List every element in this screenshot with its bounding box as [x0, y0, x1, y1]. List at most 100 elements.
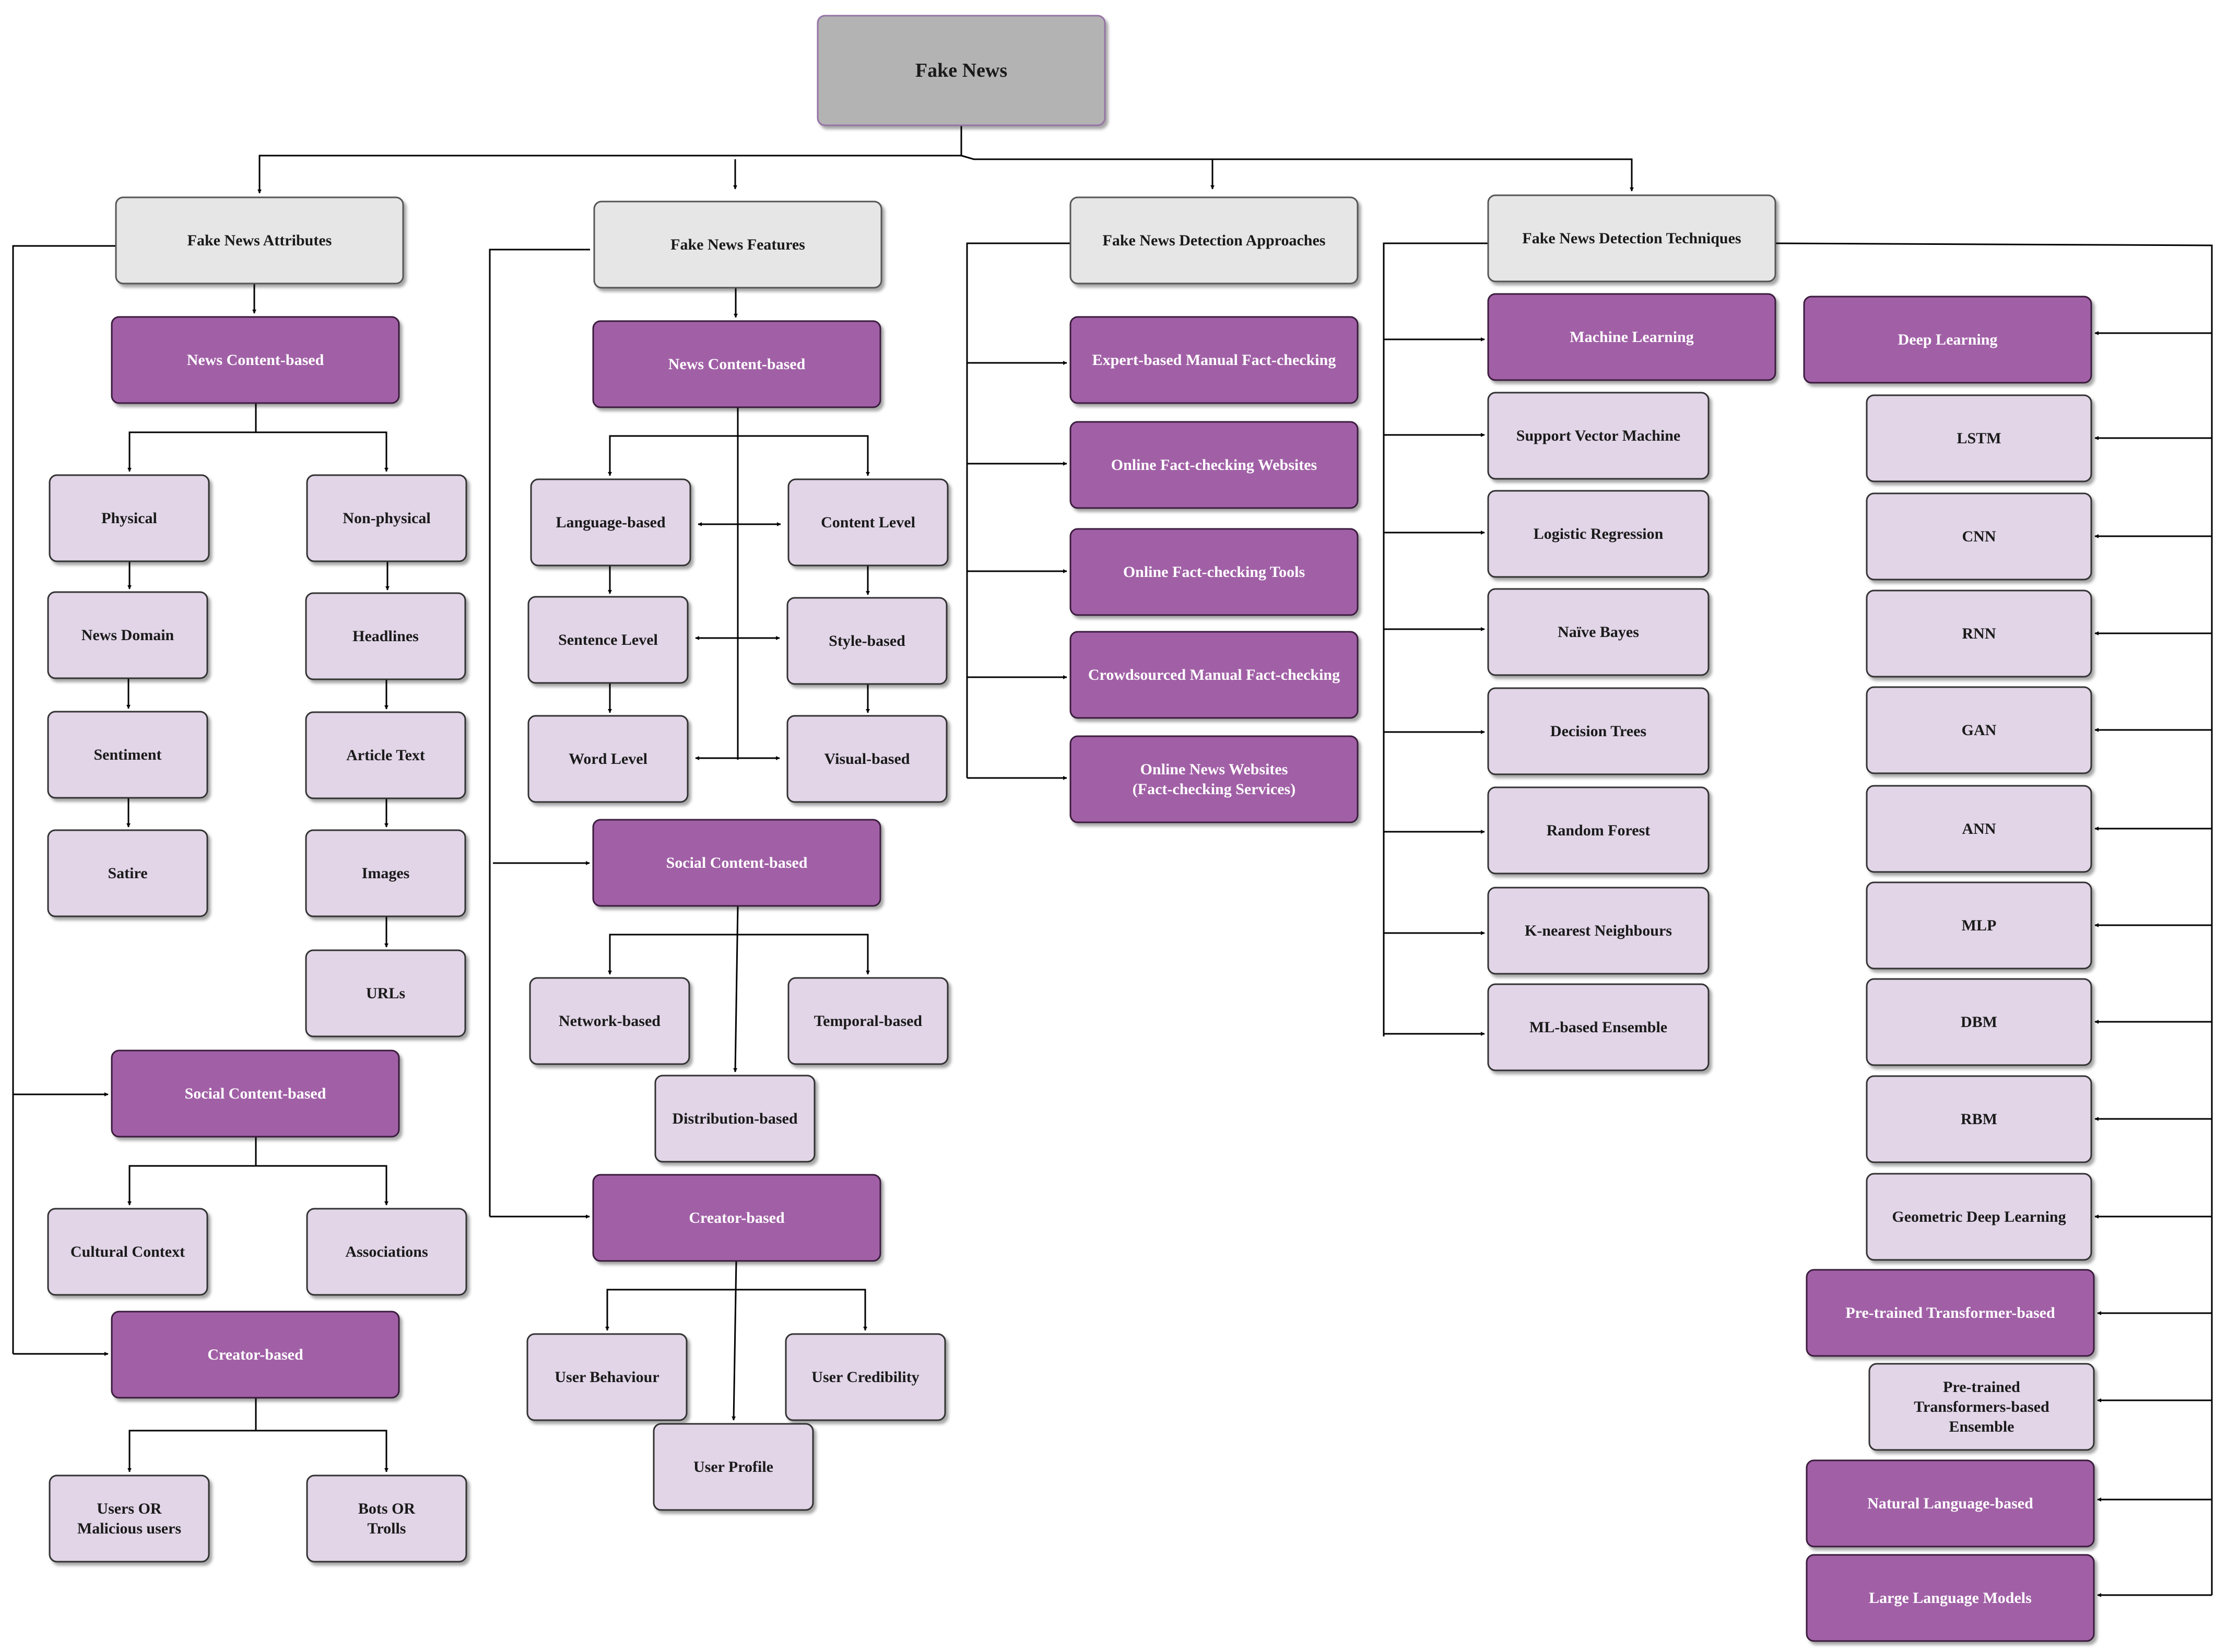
attr-news-content-shape: [111, 316, 400, 404]
features-header-shape: [593, 200, 882, 289]
tech-machine-learning-shape: [1487, 293, 1776, 381]
feat-visual-based-shape: [786, 715, 948, 803]
approach-item-4: Crowdsourced Manual Fact-checking: [1069, 631, 1359, 719]
feat-network-based: Network-based: [529, 977, 690, 1065]
connector-20: [12, 245, 116, 1354]
feat-news-content: News Content-based: [592, 320, 881, 408]
features-header-label: Fake News Features: [670, 236, 805, 253]
tech-ml-item-7: ML-based Ensemble: [1487, 983, 1710, 1071]
approach-item-5-label-line-2: (Fact-checking Services): [1133, 781, 1295, 798]
feat-distribution-based: Distribution-based: [654, 1075, 816, 1163]
connector-25: [608, 435, 738, 476]
attr-non-physical-shape: [306, 474, 467, 562]
feat-social-content: Social Content-based: [592, 819, 881, 907]
attr-urls-shape: [305, 949, 466, 1037]
tech-ml-item-4: Decision Trees: [1487, 687, 1710, 775]
attr-creator: Creator-based: [111, 1311, 400, 1399]
feat-news-content-shape: [592, 320, 881, 408]
feat-user-profile-shape: [653, 1423, 814, 1511]
attr-users-malicious-label-line-1: Users OR: [97, 1500, 161, 1517]
tech-dl-item-7: DBM: [1866, 978, 2092, 1066]
tech-dl-item-2-label: CNN: [1962, 528, 1996, 545]
features-header: Fake News Features: [593, 200, 882, 289]
attr-associations-label: Associations: [345, 1243, 428, 1260]
tech-ml-item-7-shape: [1487, 983, 1710, 1071]
techniques-header-label: Fake News Detection Techniques: [1522, 230, 1741, 247]
connector-36: [738, 934, 870, 975]
connector-2: [257, 155, 955, 194]
tech-dl-item-7-label: DBM: [1961, 1013, 1997, 1031]
tech-dl-item-9-label: Geometric Deep Learning: [1892, 1208, 2066, 1225]
connector-58: [1775, 242, 2213, 1595]
attr-news-content-label: News Content-based: [187, 351, 324, 369]
feat-style-based: Style-based: [786, 597, 948, 685]
feat-user-behaviour-label: User Behaviour: [555, 1368, 659, 1386]
tech-natural-language: Natural Language-based: [1806, 1459, 2095, 1548]
tech-dl-item-2: CNN: [1866, 492, 2092, 581]
connector-39: [736, 1289, 867, 1331]
tech-ml-item-2-shape: [1487, 490, 1710, 578]
root-node-shape: [817, 15, 1106, 126]
tech-dl-item-2-shape: [1866, 492, 2092, 581]
attr-non-physical: Non-physical: [306, 474, 467, 562]
attr-article-text-label: Article Text: [346, 747, 425, 764]
connector-8: [256, 431, 388, 472]
tech-dl-item-4-label: GAN: [1962, 722, 1997, 739]
feat-content-level-label: Content Level: [821, 514, 915, 531]
attr-images: Images: [305, 829, 466, 917]
tech-ml-item-4-shape: [1487, 687, 1710, 775]
attr-satire-label: Satire: [108, 865, 147, 882]
tech-dl-item-4: GAN: [1866, 686, 2092, 774]
approaches-header: Fake News Detection Approaches: [1069, 196, 1359, 285]
tech-dl-item-9: Geometric Deep Learning: [1866, 1173, 2092, 1261]
tech-ml-item-5-label: Random Forest: [1547, 822, 1651, 839]
approach-item-5-shape: [1069, 735, 1359, 823]
attr-headlines-shape: [305, 592, 466, 680]
tech-ml-item-6-shape: [1487, 887, 1710, 975]
feat-visual-based-label: Visual-based: [824, 750, 910, 768]
approach-item-1: Expert-based Manual Fact-checking: [1069, 316, 1359, 404]
tech-ml-item-6: K-nearest Neighbours: [1487, 887, 1710, 975]
feat-visual-based: Visual-based: [786, 715, 948, 803]
attr-social-content: Social Content-based: [111, 1049, 400, 1138]
attr-physical-label: Physical: [101, 510, 157, 527]
feat-content-level-shape: [787, 478, 949, 567]
tech-deep-learning: Deep Learning: [1803, 296, 2092, 384]
tech-dl-item-6: MLP: [1866, 881, 2092, 970]
approach-item-2-label: Online Fact-checking Websites: [1111, 456, 1317, 474]
tech-dl-item-6-shape: [1866, 881, 2092, 970]
tech-dl-item-1-label: LSTM: [1957, 430, 2001, 447]
tech-ml-item-1-label: Support Vector Machine: [1516, 427, 1680, 444]
feat-word-level-shape: [527, 715, 689, 803]
tech-dl-item-8-shape: [1866, 1075, 2092, 1163]
feat-creator-shape: [592, 1174, 881, 1262]
tech-dl-item-1: LSTM: [1866, 394, 2092, 482]
tech-machine-learning: Machine Learning: [1487, 293, 1776, 381]
attr-users-malicious: Users OR Malicious users: [49, 1474, 210, 1563]
tech-dl-item-4-shape: [1866, 686, 2092, 774]
tech-ml-item-3-label: Naïve Bayes: [1558, 623, 1639, 641]
tech-pretrained-ensemble-label-line-2: Transformers-based: [1914, 1398, 2049, 1415]
attr-physical-shape: [49, 474, 210, 562]
tech-pretrained-ensemble-shape: [1868, 1363, 2095, 1451]
attr-bots-trolls-label-line-2: Trolls: [368, 1520, 406, 1537]
connector-37: [732, 1260, 737, 1421]
attributes-header: Fake News Attributes: [115, 196, 404, 285]
feat-news-content-label: News Content-based: [668, 356, 806, 373]
attr-satire: Satire: [47, 829, 208, 917]
attr-images-label: Images: [362, 865, 410, 882]
root-node-label: Fake News: [915, 60, 1007, 81]
connector-49: [1383, 242, 1488, 1036]
feat-distribution-based-shape: [654, 1075, 816, 1163]
attr-users-malicious-label-line-2: Malicious users: [77, 1520, 181, 1537]
attributes-header-label: Fake News Attributes: [187, 232, 332, 249]
tech-ml-item-3-shape: [1487, 588, 1710, 676]
feat-user-behaviour-shape: [526, 1333, 688, 1421]
tech-dl-item-8: RBM: [1866, 1075, 2092, 1163]
feat-content-level: Content Level: [787, 478, 949, 567]
attr-urls: URLs: [305, 949, 466, 1037]
connector-19: [256, 1430, 388, 1472]
